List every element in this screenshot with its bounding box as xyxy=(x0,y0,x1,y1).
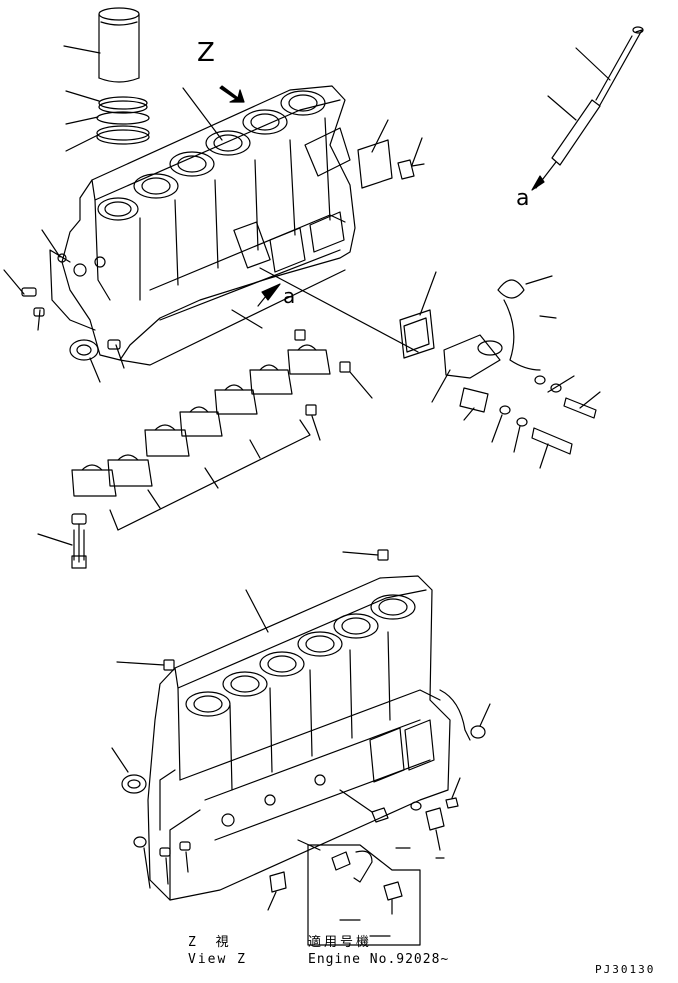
seal-icon xyxy=(121,774,147,794)
view-title-jp: Z 視 xyxy=(188,935,235,950)
cap-bolt xyxy=(37,513,87,569)
applicable-label-jp: 適用号機 xyxy=(308,935,373,950)
main-bearing-caps xyxy=(71,329,373,531)
reference-a-label: a xyxy=(516,186,530,211)
clip-icon xyxy=(331,851,351,871)
lower-block-callouts xyxy=(111,549,491,911)
plug-icon xyxy=(133,836,147,848)
bracket-icon xyxy=(353,850,373,883)
upper-block-callouts xyxy=(3,87,425,383)
bolt-icon xyxy=(383,881,403,901)
cover-bolt-icon xyxy=(397,159,415,180)
pin-icon xyxy=(179,841,191,851)
cap-icon xyxy=(497,279,525,299)
cylinder-block-lower xyxy=(147,575,471,901)
cover-plate-icon xyxy=(357,139,393,189)
dowel-icon xyxy=(371,807,389,823)
dowel-icon xyxy=(339,361,351,373)
washer-icon xyxy=(410,801,422,811)
view-arrow-icon xyxy=(219,85,245,103)
bolt-icon xyxy=(21,287,37,297)
seal-icon xyxy=(69,339,99,361)
view-marker-label: Z xyxy=(197,38,215,68)
bolt-icon xyxy=(425,807,445,831)
cylinder-block-upper xyxy=(49,85,356,366)
applicable-label-en: Engine No.92028~ xyxy=(308,952,450,967)
detail-box xyxy=(307,844,421,946)
dowel-icon xyxy=(163,659,175,671)
drawing-code: PJ30130 xyxy=(595,963,656,976)
dowel-icon xyxy=(377,549,389,561)
dowel-icon xyxy=(305,404,317,416)
oil-filler-group xyxy=(399,271,601,469)
washer-icon xyxy=(534,375,546,385)
pin-icon xyxy=(159,847,171,857)
view-title-en: View Z xyxy=(188,952,247,967)
washer-icon xyxy=(550,383,562,393)
pin-icon xyxy=(33,307,45,317)
bolt-icon xyxy=(563,397,597,419)
dowel-icon xyxy=(294,329,306,341)
plug-icon xyxy=(57,253,67,263)
sleeve-icon xyxy=(459,387,489,413)
plug-icon xyxy=(470,725,486,739)
reference-a-label-2: a xyxy=(283,284,296,308)
long-bolt-icon xyxy=(531,427,573,455)
dowel-icon xyxy=(107,339,121,350)
plug-icon xyxy=(269,871,287,893)
filler-neck-icon xyxy=(443,334,501,379)
cylinder-liner-group xyxy=(63,7,150,152)
dipstick-group xyxy=(531,26,644,191)
